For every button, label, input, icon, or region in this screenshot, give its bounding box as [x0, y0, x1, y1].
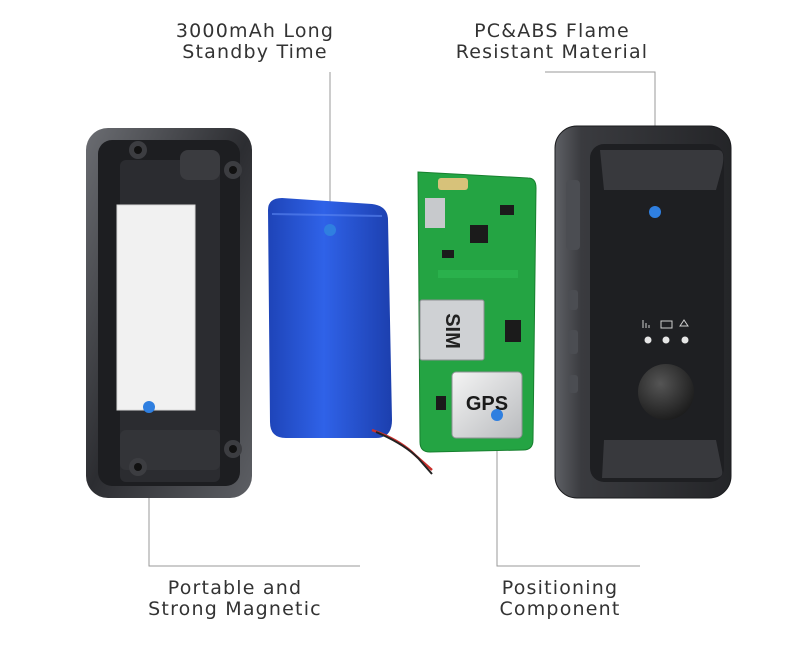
status-icons [642, 319, 689, 329]
positioning-caption: Positioning Component [470, 578, 650, 620]
leader-line-gps [496, 414, 640, 567]
callout-markers [143, 206, 661, 421]
circuit-board: SIM GPS [417, 171, 537, 453]
magnetic-caption-line1: Portable and [167, 577, 303, 599]
front-housing [554, 125, 732, 499]
marker-gps [491, 409, 503, 421]
sim-slot: SIM [419, 299, 485, 361]
battery-caption-line1: 3000mAh Long [175, 20, 335, 42]
marker-material [649, 206, 661, 218]
battery-caption: 3000mAh Long Standby Time [150, 21, 360, 63]
positioning-caption-line2: Component [499, 598, 621, 620]
material-caption: PC&ABS Flame Resistant Material [432, 21, 672, 63]
battery-caption-line2: Standby Time [182, 41, 328, 63]
sos-button [638, 364, 694, 420]
marker-magnetic [143, 401, 155, 413]
positioning-caption-line1: Positioning [501, 577, 619, 599]
magnetic-caption: Portable and Strong Magnetic [120, 578, 350, 620]
gps-module: GPS [451, 371, 523, 439]
material-caption-line2: Resistant Material [455, 41, 649, 63]
status-leds [644, 336, 689, 344]
battery-pack [268, 198, 433, 475]
material-caption-line1: PC&ABS Flame [474, 20, 630, 42]
marker-battery [324, 224, 336, 236]
magnetic-caption-line2: Strong Magnetic [148, 598, 322, 620]
back-case [86, 128, 252, 498]
sim-label: SIM [441, 313, 463, 349]
